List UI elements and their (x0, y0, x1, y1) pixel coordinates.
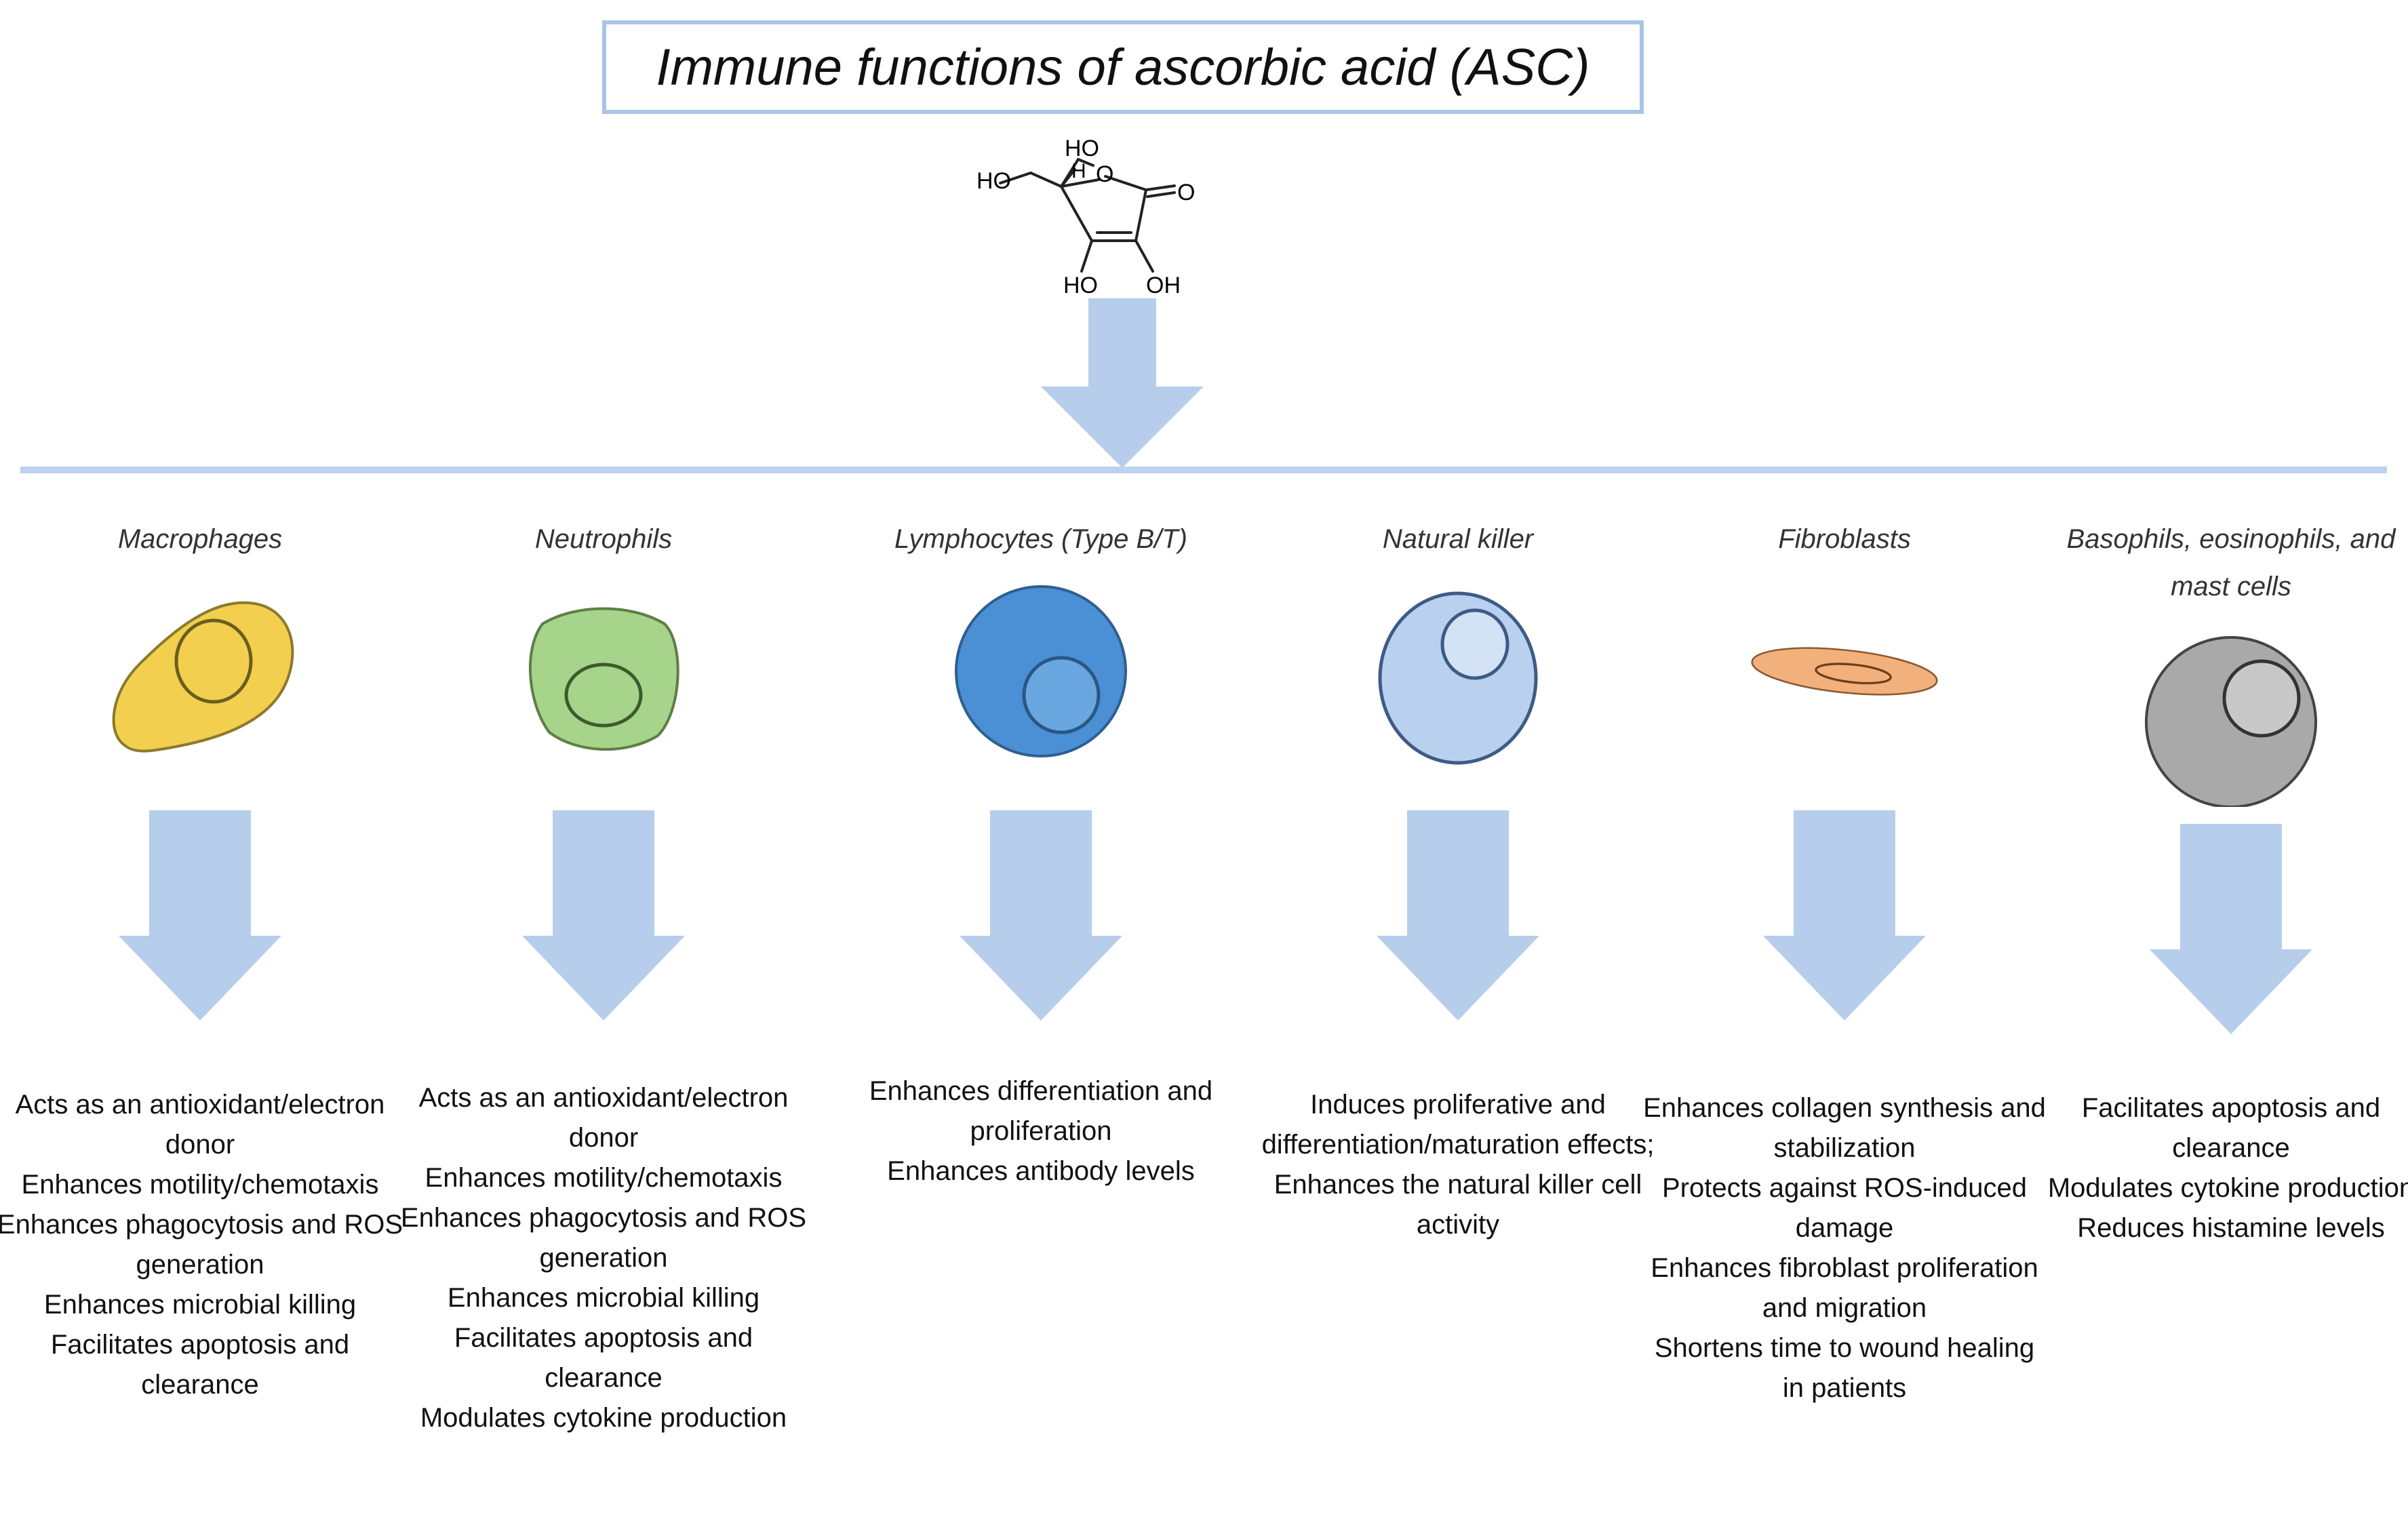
cell-illustration-fibroblasts (1751, 647, 1938, 696)
down-arrow (522, 810, 685, 1021)
down-arrow (1763, 810, 1926, 1021)
effect-item: Acts as an antioxidant/electron donor (15, 1090, 385, 1160)
effect-item: Modulates cytokine production (2047, 1173, 2408, 1203)
carbonyl-o-label: O (1177, 180, 1195, 205)
cell-illustration-macrophages (112, 601, 294, 753)
effect-item: Enhances microbial killing (43, 1290, 357, 1320)
h-label: H (1071, 160, 1086, 182)
cell-name: Fibroblasts (1778, 524, 1911, 554)
main-down-arrow (1041, 298, 1204, 468)
effect-item: Induces proliferative and differentiatio… (1261, 1090, 1655, 1160)
effect-item: Reduces histamine levels (2077, 1213, 2385, 1243)
ring-o-label: O (1096, 161, 1113, 187)
effect-item: Enhances differentiation and proliferati… (869, 1076, 1213, 1146)
effect-item: Enhances motility/chemotaxis (21, 1170, 379, 1200)
effect-item: Enhances phagocytosis and ROS generation (400, 1203, 807, 1273)
cell-illustration-neutrophils (528, 607, 679, 751)
down-arrow (1377, 810, 1539, 1021)
cell-name: Basophils, eosinophils, and mast cells (2066, 524, 2396, 601)
down-arrow (119, 810, 281, 1021)
cell-name: Lymphocytes (Type B/T) (894, 524, 1187, 554)
cell-illustration-natural-killer (1378, 591, 1538, 765)
down-arrow (2150, 824, 2312, 1034)
diagram-title: Immune functions of ascorbic acid (ASC) (602, 20, 1644, 114)
effects-list: Induces proliferative and differentiatio… (1255, 1085, 1661, 1245)
down-arrow (960, 810, 1122, 1021)
ho-top-label: HO (1065, 136, 1099, 161)
divider-line (20, 467, 2387, 473)
effect-item: Shortens time to wound healing in patien… (1654, 1333, 2035, 1403)
cell-name: Macrophages (117, 524, 283, 554)
ho-left-label: HO (976, 168, 1011, 194)
effect-item: Protects against ROS-induced damage (1661, 1173, 2028, 1243)
effect-item: Facilitates apoptosis and clearance (2081, 1093, 2381, 1163)
effect-item: Enhances antibody levels (887, 1156, 1195, 1186)
cell-name: Natural killer (1382, 524, 1534, 554)
effect-item: Enhances collagen synthesis and stabiliz… (1643, 1093, 2046, 1163)
cell-illustration-lymphocytes (955, 585, 1127, 757)
effect-item: Acts as an antioxidant/electron donor (418, 1083, 789, 1153)
effect-item: Facilitates apoptosis and clearance (50, 1330, 350, 1400)
effect-item: Facilitates apoptosis and clearance (454, 1323, 753, 1393)
effect-item: Enhances phagocytosis and ROS generation (0, 1210, 403, 1280)
cell-name: Neutrophils (534, 524, 673, 554)
ho-bottom-label: HO (1063, 273, 1098, 298)
ascorbic-acid-structure: HO HO H O O HO OH (976, 136, 1195, 298)
effect-item: Enhances fibroblast proliferation and mi… (1651, 1253, 2038, 1323)
effects-list: Enhances collagen synthesis and stabiliz… (1641, 1088, 2048, 1408)
oh-bottom-label: OH (1146, 273, 1181, 298)
effect-item: Modulates cytokine production (420, 1403, 787, 1433)
effect-item: Enhances motility/chemotaxis (425, 1163, 783, 1193)
effects-list: Enhances differentiation and proliferati… (837, 1071, 1244, 1191)
effect-item: Enhances microbial killing (447, 1283, 760, 1313)
cell-illustration-basophils-eosinophils-mast-cells (2145, 636, 2317, 807)
effect-item: Enhances the natural killer cell activit… (1274, 1170, 1642, 1240)
